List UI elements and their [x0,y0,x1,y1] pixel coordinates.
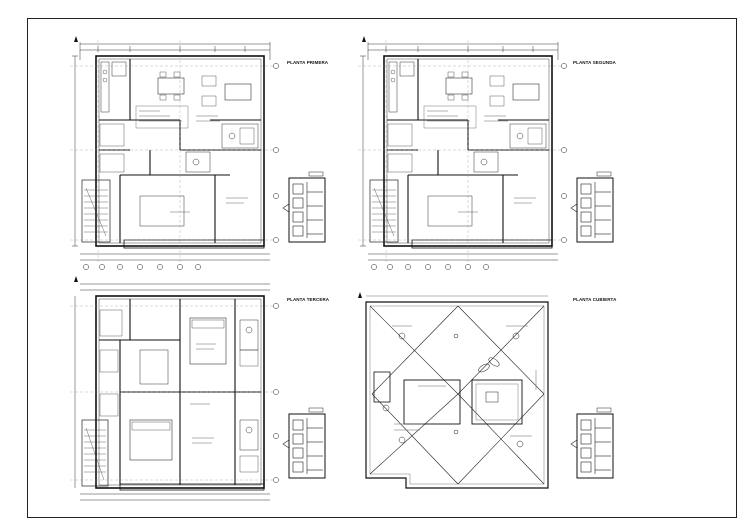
sheet-border [27,18,737,518]
title-planta-segunda: PLANTA SEGUNDA [573,60,616,65]
title-planta-primera: PLANTA PRIMERA [287,60,329,65]
plan-planta-segunda [357,39,568,271]
plan-planta-primera [69,39,280,271]
building-key-plan-icon [282,171,614,479]
plan-planta-cubierta [365,295,549,489]
title-planta-tercera: PLANTA TERCERA [287,297,330,302]
plan-planta-tercera [70,283,279,501]
north-arrow-icon [74,36,366,298]
title-planta-cubierta: PLANTA CUBIERTA [573,297,617,302]
